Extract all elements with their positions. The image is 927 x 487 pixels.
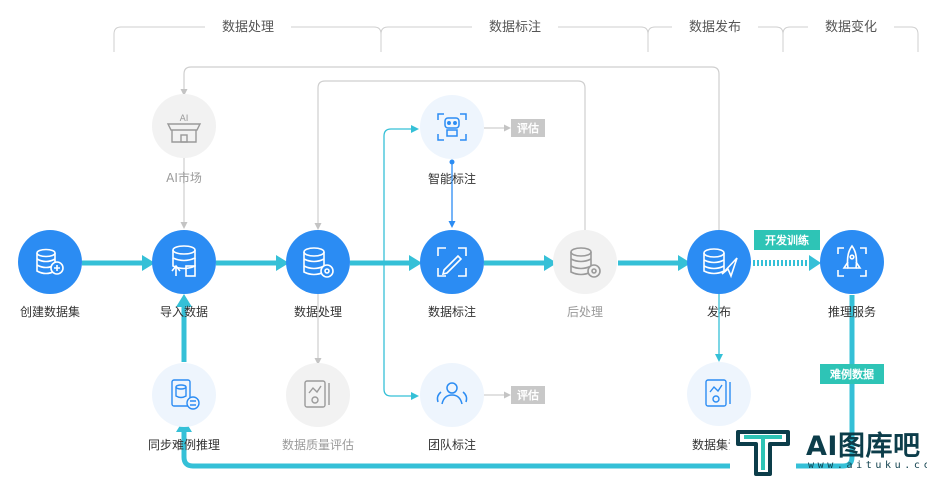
watermark-t-icon	[730, 424, 796, 480]
label-data-annotation: 数据标注	[428, 304, 476, 319]
database-send-icon	[703, 248, 738, 279]
label-inference-service: 推理服务	[828, 304, 876, 319]
label-post-processing: 后处理	[567, 305, 603, 319]
node-inference-service[interactable]: 推理服务	[820, 230, 884, 319]
node-publish[interactable]: 发布	[687, 230, 751, 319]
label-ai-market: AI市场	[166, 170, 202, 185]
watermark-url: www.aituku.cc	[808, 460, 927, 471]
node-data-processing[interactable]: 数据处理	[286, 230, 350, 319]
node-create-dataset[interactable]: 创建数据集	[18, 230, 82, 319]
label-team-annotation: 团队标注	[428, 437, 476, 452]
svg-text:开发训练: 开发训练	[765, 233, 809, 247]
store-icon: AI	[166, 114, 202, 143]
report-blue-icon	[705, 379, 731, 407]
annotation-branch	[383, 125, 723, 400]
main-flow-heads	[142, 255, 691, 271]
rocket-icon	[837, 244, 867, 277]
database-gear-grey-icon	[570, 247, 601, 278]
node-data-annotation[interactable]: 数据标注	[420, 230, 484, 319]
node-import-data[interactable]: 导入数据	[152, 230, 216, 319]
dataset-add-icon	[36, 248, 64, 275]
label-publish: 发布	[707, 304, 731, 319]
label-data-quality: 数据质量评估	[282, 437, 354, 452]
watermark-title: AI图库吧	[806, 431, 921, 462]
stage-label-release: 数据发布	[689, 19, 741, 35]
stage-labels: 数据处理 数据标注 数据发布 数据变化	[205, 17, 894, 35]
stage-label-change: 数据变化	[825, 19, 877, 35]
node-smart-annotation[interactable]: 智能标注	[420, 95, 484, 186]
tag-eval-bottom: 评估	[511, 386, 545, 404]
label-sync-hard-cases: 同步难例推理	[148, 438, 220, 452]
svg-text:AI: AI	[180, 114, 189, 124]
robot-icon	[437, 113, 467, 141]
node-data-quality[interactable]: 数据质量评估	[282, 363, 354, 452]
annotate-edit-icon	[437, 247, 467, 277]
label-dataset-eval: 数据集评	[692, 437, 740, 452]
label-data-processing: 数据处理	[294, 304, 342, 319]
node-sync-hard-cases[interactable]: 同步难例推理	[148, 363, 220, 452]
smart-annotation-dot	[449, 159, 455, 165]
dev-training-arrow	[753, 255, 821, 271]
node-team-annotation[interactable]: 团队标注	[420, 363, 484, 452]
stage-label-processing: 数据处理	[222, 20, 274, 35]
svg-text:难例数据: 难例数据	[829, 367, 874, 381]
watermark-logo	[730, 424, 798, 482]
svg-text:评估: 评估	[517, 121, 539, 135]
label-import-data: 导入数据	[160, 304, 208, 319]
database-sync-icon	[171, 379, 200, 410]
feedback-loops	[180, 66, 720, 399]
up-arrow-head	[176, 294, 192, 307]
label-create-dataset: 创建数据集	[20, 304, 80, 319]
node-dataset-eval[interactable]: 数据集评	[687, 362, 751, 452]
report-icon	[304, 380, 330, 408]
team-icon	[436, 382, 468, 405]
hard-case-loop	[181, 295, 855, 469]
database-gear-icon	[303, 247, 334, 278]
tag-hard-case-data: 难例数据	[820, 364, 884, 384]
database-import-icon	[171, 245, 196, 277]
node-ai-market[interactable]: AI AI市场	[152, 94, 216, 185]
stage-label-annotation: 数据标注	[489, 20, 541, 35]
tag-eval-top: 评估	[511, 119, 545, 137]
tag-dev-training: 开发训练	[754, 230, 820, 250]
label-smart-annotation: 智能标注	[428, 171, 476, 186]
svg-text:评估: 评估	[517, 388, 539, 402]
node-post-processing[interactable]: 后处理	[553, 230, 617, 319]
